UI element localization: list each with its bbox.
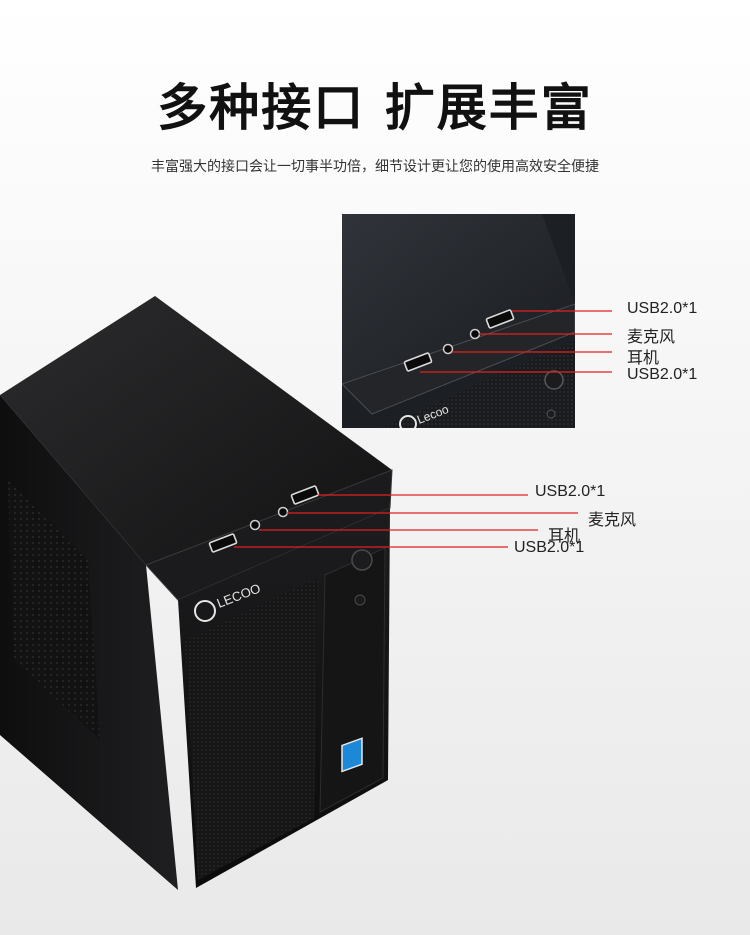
inset-mic-jack-icon xyxy=(469,328,481,340)
sticker-badge xyxy=(341,737,363,773)
front-bay-panel xyxy=(319,547,386,813)
label-usb-top: USB2.0*1 xyxy=(535,483,606,500)
inset-usb-port-icon-bottom xyxy=(403,352,433,372)
inset-label-mic: 麦克风 xyxy=(627,329,676,346)
usb-port-icon-bottom xyxy=(208,533,238,553)
port-closeup-inset: Lecoo xyxy=(342,214,575,428)
inset-case-top xyxy=(342,214,575,384)
usb-port-icon-top xyxy=(290,485,320,505)
mic-jack-icon xyxy=(277,506,289,518)
brand-logo-icon xyxy=(194,600,216,622)
case-side-vent xyxy=(8,480,100,740)
headphone-jack-icon xyxy=(249,519,261,531)
reset-button-icon xyxy=(354,594,366,606)
label-mic: 麦克风 xyxy=(588,512,637,529)
page-title: 多种接口 扩展丰富 xyxy=(157,79,593,137)
inset-label-usb-top: USB2.0*1 xyxy=(627,300,698,317)
page-subtitle: 丰富强大的接口会让一切事半功倍，细节设计更让您的使用高效安全便捷 xyxy=(151,159,599,175)
inset-port-strip xyxy=(342,303,575,415)
inset-brand-logo-icon xyxy=(399,415,417,428)
inset-power-button-icon xyxy=(544,370,564,390)
inset-usb-port-icon-top xyxy=(485,309,515,329)
inset-label-usb-bottom: USB2.0*1 xyxy=(627,366,698,383)
power-button-icon xyxy=(351,549,373,571)
inset-headphone-jack-icon xyxy=(442,343,454,355)
label-headphone: 耳机 xyxy=(548,528,581,545)
inset-front-mesh xyxy=(382,339,575,428)
label-usb-bottom: USB2.0*1 xyxy=(514,539,585,556)
inset-label-headphone: 耳机 xyxy=(627,350,660,367)
front-mesh xyxy=(185,578,318,880)
inset-reset-button-icon xyxy=(546,409,556,419)
